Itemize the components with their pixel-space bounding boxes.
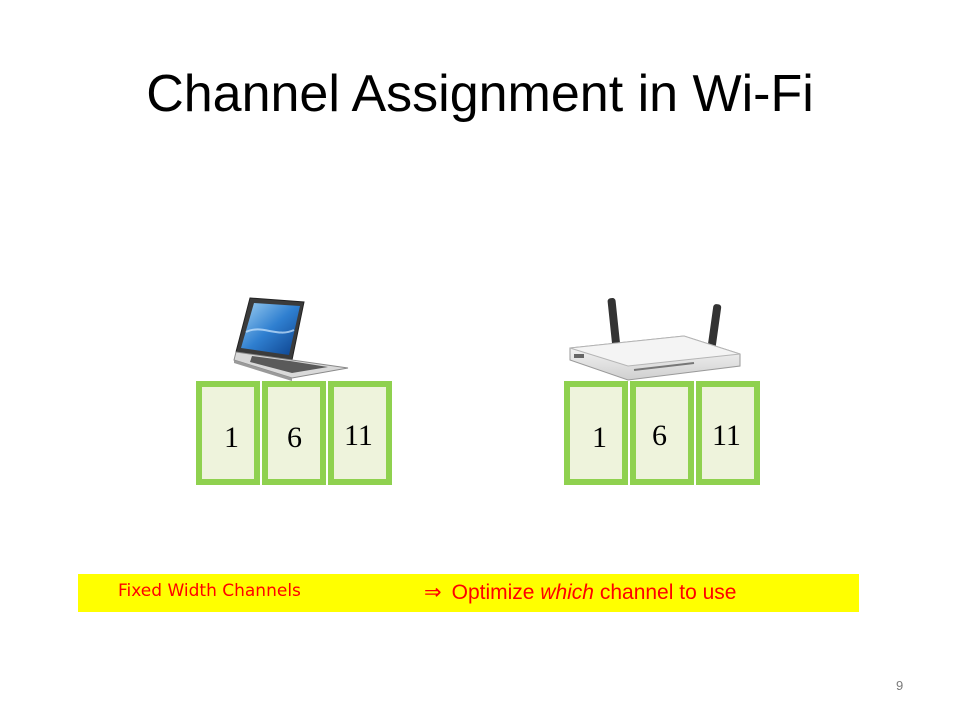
optimize-prefix: Optimize <box>451 581 541 604</box>
channel-label: 11 <box>344 419 373 452</box>
optimize-emphasis: which <box>540 581 594 604</box>
implies-arrow-icon: ⇒ <box>424 580 442 604</box>
optimize-statement: ⇒ Optimize which channel to use <box>424 580 736 605</box>
slide-title: Channel Assignment in Wi-Fi <box>146 65 814 123</box>
channel-box-11 <box>696 381 760 485</box>
channel-label: 6 <box>287 421 302 454</box>
optimize-suffix: channel to use <box>594 581 737 604</box>
channel-box-6 <box>262 381 326 485</box>
laptop-icon <box>233 297 349 381</box>
channel-label: 1 <box>224 421 239 454</box>
channel-box-1 <box>564 381 628 485</box>
wireless-router-icon <box>569 298 741 381</box>
left-channel-group: 1 6 11 <box>196 381 396 489</box>
channel-label: 6 <box>652 419 667 452</box>
channel-label: 1 <box>592 421 607 454</box>
channel-label: 11 <box>712 419 741 452</box>
summary-banner: Fixed Width Channels ⇒ Optimize which cha… <box>78 574 859 612</box>
channel-box-11 <box>328 381 392 485</box>
page-number: 9 <box>896 678 904 693</box>
channel-box-1 <box>196 381 260 485</box>
channel-box-6 <box>630 381 694 485</box>
right-channel-group: 1 6 11 <box>564 381 764 489</box>
fixed-width-label: Fixed Width Channels <box>118 581 301 601</box>
